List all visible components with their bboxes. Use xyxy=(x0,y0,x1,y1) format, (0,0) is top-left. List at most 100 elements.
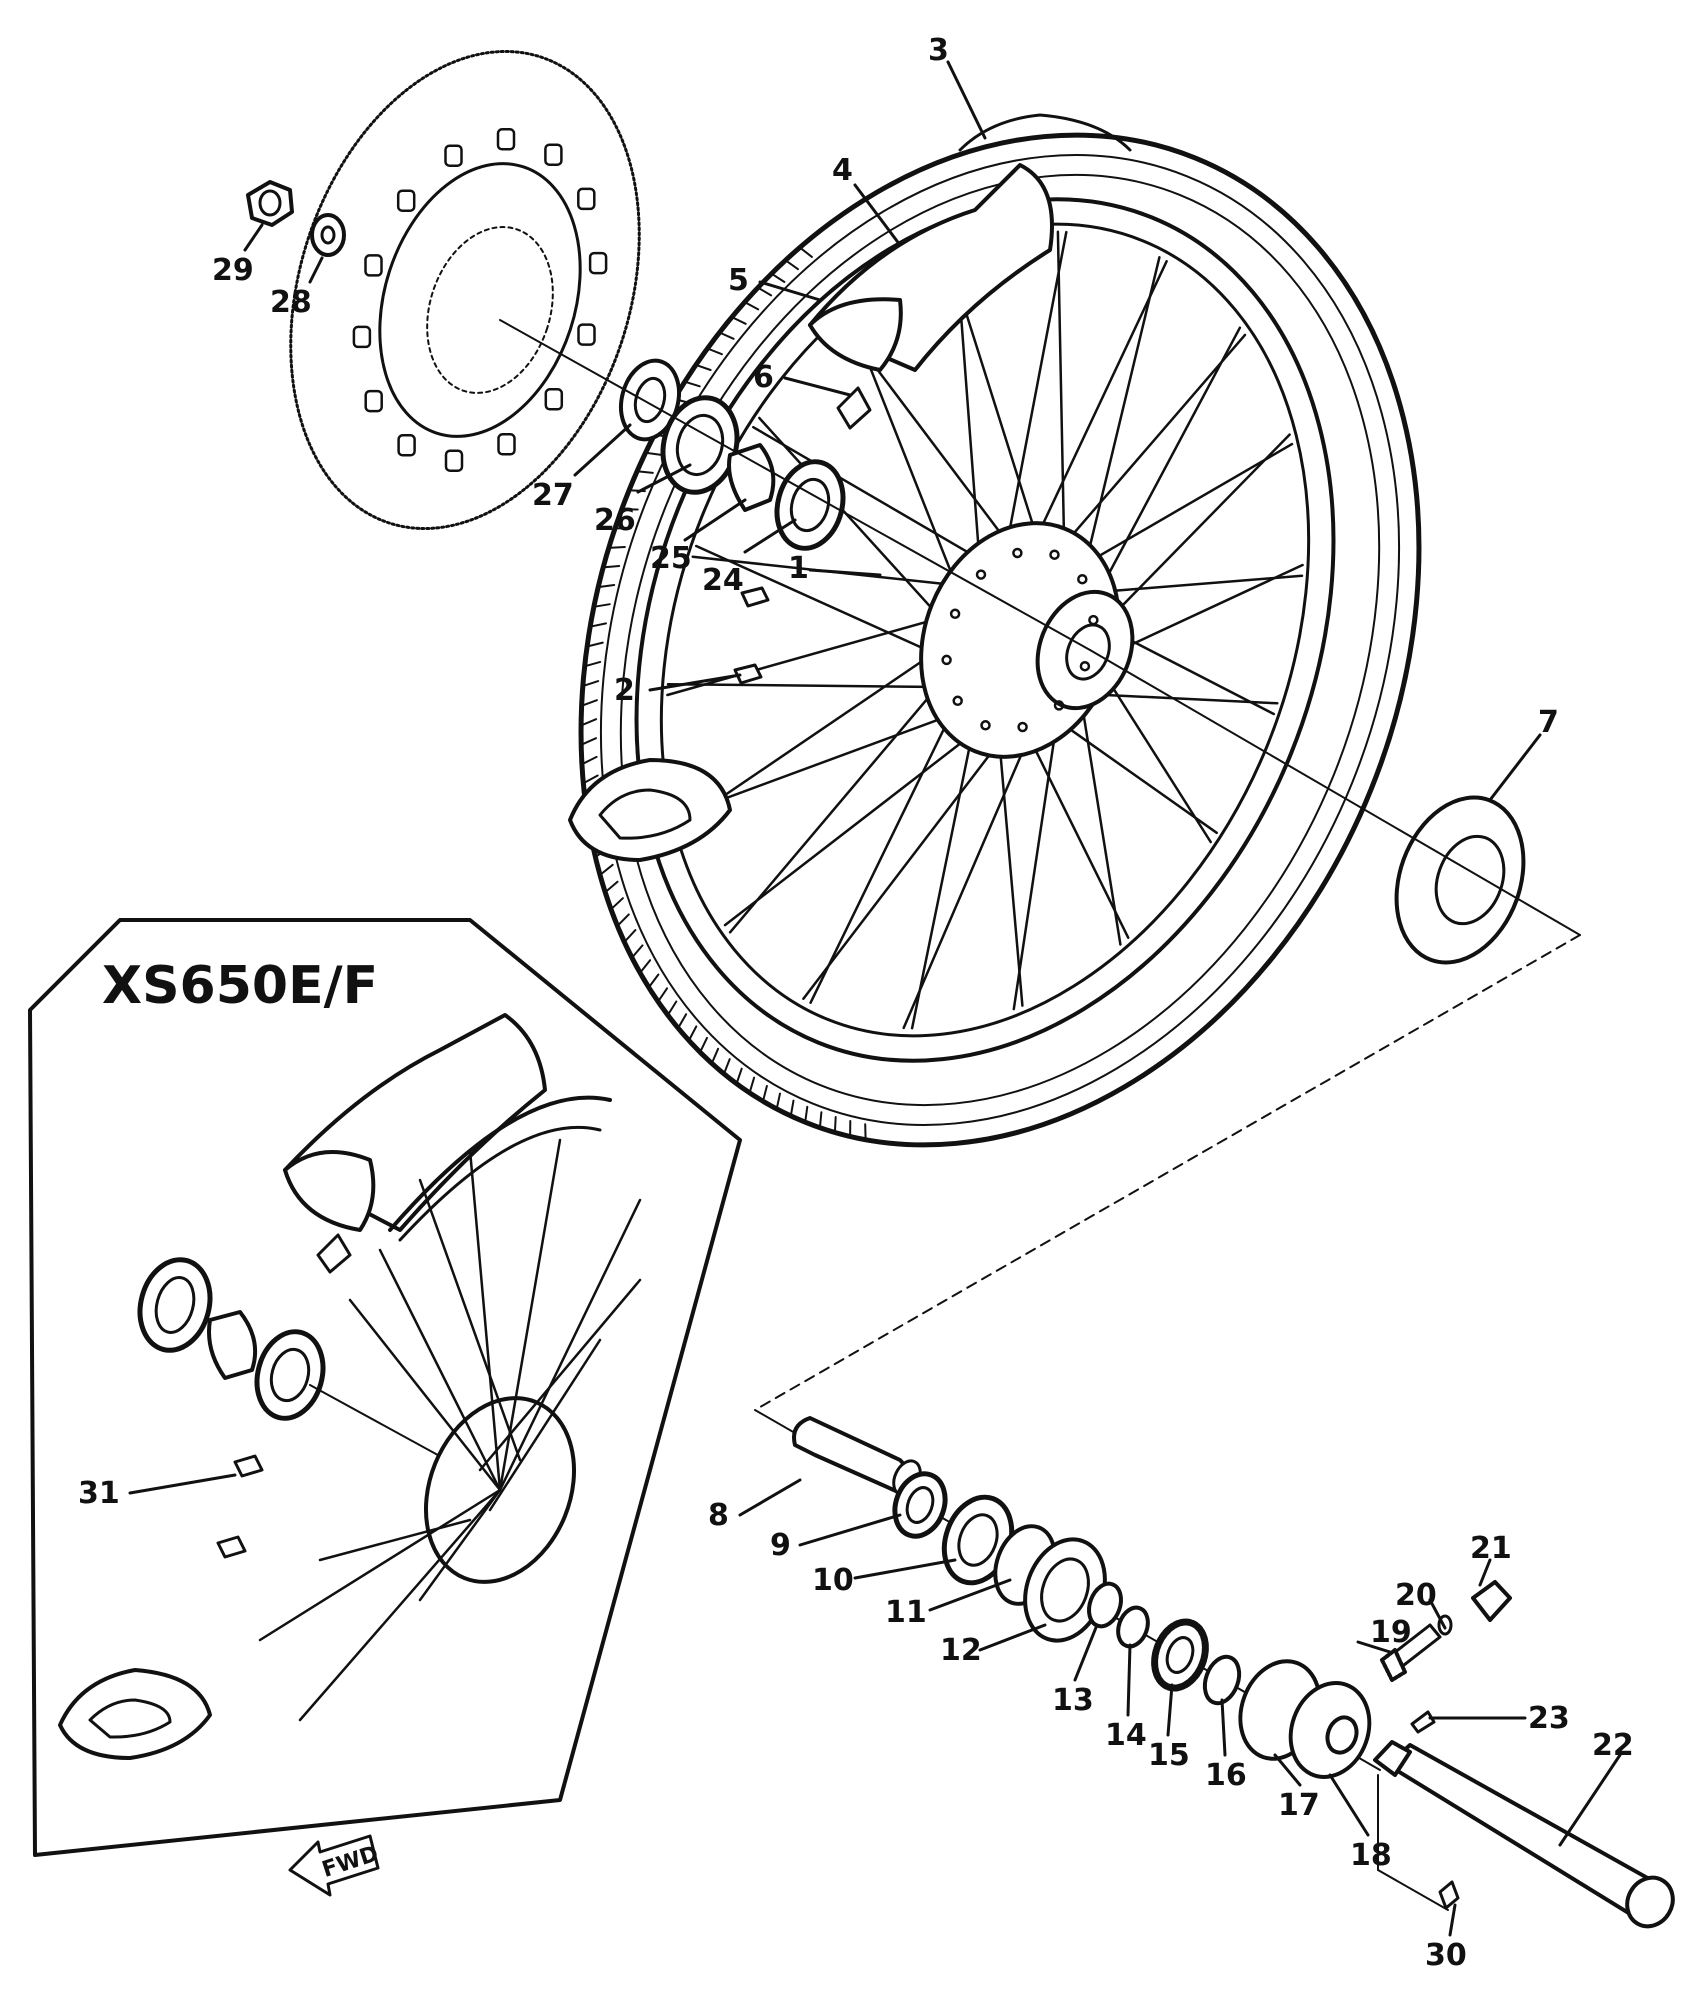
tube-cross-section-inner xyxy=(598,788,692,840)
tyre-tread-line-inner xyxy=(619,173,1381,1107)
tread-mark xyxy=(647,973,660,989)
spoke xyxy=(809,697,960,1004)
pin-30 xyxy=(1438,1880,1460,1910)
tread-mark xyxy=(610,897,624,911)
inset-spoke xyxy=(418,1488,502,1602)
axle-parts xyxy=(792,1416,1675,1929)
rim-inner xyxy=(659,222,1311,1038)
inset-tube-opening xyxy=(283,1150,376,1232)
callout-28: 28 xyxy=(270,285,312,320)
spoke xyxy=(1012,703,1061,1011)
callout-26: 26 xyxy=(594,503,636,538)
callout-1: 1 xyxy=(788,551,809,586)
spoke xyxy=(758,416,952,630)
inset-spoke xyxy=(298,1488,502,1722)
upper-axis-line xyxy=(499,319,1091,651)
disc-hole xyxy=(352,325,372,349)
callout-31: 31 xyxy=(78,1476,120,1511)
callout-17: 17 xyxy=(1278,1788,1320,1823)
tread-mark xyxy=(580,718,598,727)
inset-rim-arc xyxy=(388,1095,612,1232)
tread-mark xyxy=(589,622,607,628)
tread-mark xyxy=(687,1025,698,1042)
inset-spoke xyxy=(478,1278,642,1472)
tread-mark xyxy=(789,1099,795,1117)
callout-23: 23 xyxy=(1528,1701,1570,1736)
tyre-tread-line xyxy=(599,154,1401,1126)
spoke xyxy=(666,612,957,697)
callout-18: 18 xyxy=(1350,1838,1392,1873)
bearing-24 xyxy=(774,459,846,551)
fwd-arrow-shape xyxy=(288,1834,380,1897)
callout-8: 8 xyxy=(708,1498,729,1533)
tyre-tread-pattern xyxy=(580,246,867,1141)
callout-24: 24 xyxy=(702,563,744,598)
inset-spoke xyxy=(498,1198,642,1492)
spoke xyxy=(802,726,1012,1000)
callout-7: 7 xyxy=(1538,705,1559,740)
nut-21 xyxy=(1471,1580,1512,1622)
spoke xyxy=(902,719,1038,1030)
tread-mark xyxy=(775,1092,781,1110)
spoke-nipple-bottom xyxy=(733,663,763,685)
disc-hole xyxy=(497,433,516,456)
inset-nipple-bottom xyxy=(216,1535,247,1559)
hub-hole xyxy=(1088,614,1099,626)
callout-9: 9 xyxy=(770,1528,791,1563)
hub-hole xyxy=(975,569,987,580)
spoke-nipple-top xyxy=(740,586,770,608)
tread-mark xyxy=(770,272,786,283)
tread-mark xyxy=(580,737,597,746)
axle-head xyxy=(1373,1740,1412,1777)
ring-14 xyxy=(1116,1605,1150,1649)
inset-tube-section xyxy=(58,1668,212,1760)
disc-hole xyxy=(588,251,608,275)
inset-spokes xyxy=(258,1138,642,1722)
seal-9 xyxy=(892,1471,948,1539)
brake-disc-ring xyxy=(378,162,582,438)
disc-hole xyxy=(364,389,383,413)
cotter-pin-23 xyxy=(1410,1710,1436,1734)
seal-16 xyxy=(1202,1654,1242,1706)
spoke xyxy=(1086,574,1304,595)
hub-cover-7 xyxy=(1394,795,1526,965)
tread-mark xyxy=(762,1085,768,1103)
inset-frame xyxy=(28,918,742,1857)
brake-disc-holes xyxy=(352,128,608,472)
inner-tube-opening xyxy=(808,297,903,372)
tread-mark xyxy=(639,959,652,974)
callout-20: 20 xyxy=(1395,1578,1437,1613)
tread-mark xyxy=(580,699,598,707)
hub-hole xyxy=(952,695,963,707)
tread-mark xyxy=(748,1076,756,1094)
inset-spoke xyxy=(348,1298,502,1492)
callout-6: 6 xyxy=(753,360,774,395)
tread-mark xyxy=(644,451,663,456)
tread-mark xyxy=(581,755,598,766)
callout-3: 3 xyxy=(928,33,949,68)
tread-mark xyxy=(723,1058,731,1075)
spoke xyxy=(1002,230,1068,561)
disc-hole xyxy=(444,144,463,167)
collar-25 xyxy=(727,443,776,512)
spoke xyxy=(1090,326,1242,608)
inset-spoke xyxy=(488,1338,602,1512)
disc-hole xyxy=(444,449,464,472)
tread-mark xyxy=(583,660,602,668)
gear-15 xyxy=(1151,1618,1209,1692)
hub-hole xyxy=(1017,721,1028,733)
disc-hole xyxy=(544,388,564,411)
callout-11: 11 xyxy=(885,1595,927,1630)
callout-16: 16 xyxy=(1205,1758,1247,1793)
spoke xyxy=(1072,442,1294,572)
tread-mark xyxy=(710,1047,720,1065)
inset-spoke xyxy=(258,1488,502,1642)
tread-mark xyxy=(616,913,630,927)
spoke xyxy=(1046,712,1218,835)
tread-mark xyxy=(597,584,616,589)
disc-bolt-nut xyxy=(246,180,346,257)
inset-spoke xyxy=(468,1148,502,1492)
callout-27: 27 xyxy=(532,478,574,513)
tyre-shoulder xyxy=(958,113,1132,152)
